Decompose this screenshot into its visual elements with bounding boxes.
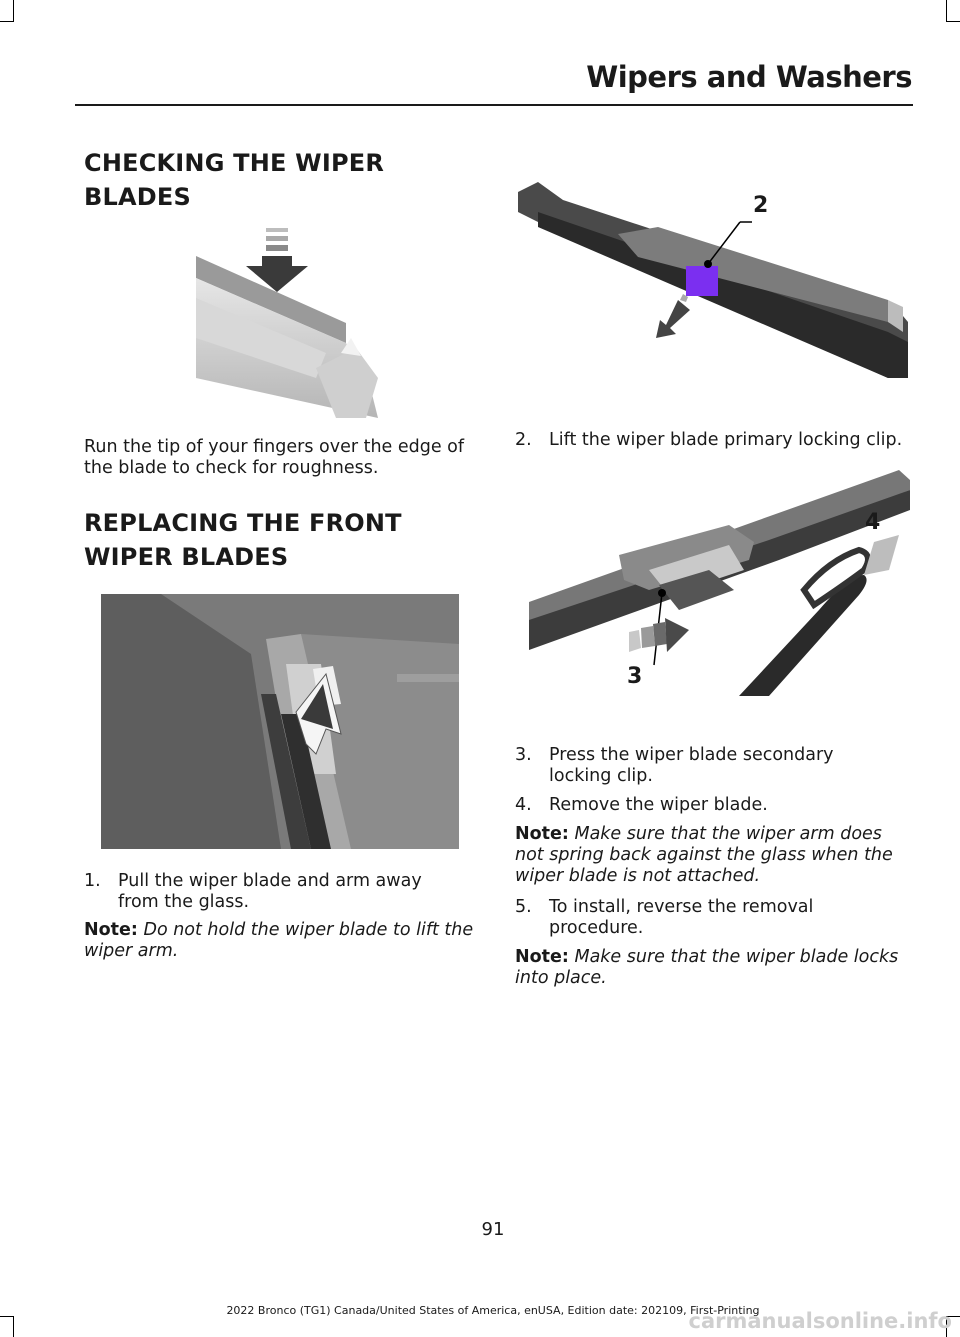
callout-4: 4 — [865, 510, 881, 535]
heading-line: REPLACING THE FRONT — [84, 509, 402, 537]
heading-replacing-front-wiper-blades: REPLACING THE FRONT WIPER BLADES — [84, 506, 402, 574]
note-label: Note: — [515, 824, 569, 844]
header-divider — [75, 104, 913, 106]
figure-windshield-wiper-arm — [101, 594, 459, 849]
primary-clip-highlight — [686, 266, 718, 296]
figure-primary-locking-clip — [518, 182, 908, 378]
text-line: Press the wiper blade secondary — [549, 745, 834, 765]
step-number: 1. — [84, 871, 101, 891]
note-label: Note: — [84, 920, 138, 940]
heading-line: BLADES — [84, 183, 191, 211]
step-number: 4. — [515, 795, 532, 815]
crop-mark — [0, 1316, 14, 1317]
figure-blade-edge — [196, 228, 378, 418]
crop-mark — [13, 0, 14, 22]
step-number: 3. — [515, 745, 532, 765]
heading-line: WIPER BLADES — [84, 543, 289, 571]
check-blade-text: Run the tip of your fingers over the edg… — [84, 437, 464, 479]
note-text: wiper arm. — [84, 941, 179, 961]
text-line: Run the tip of your fingers over the edg… — [84, 437, 465, 457]
step-number: 2. — [515, 430, 532, 450]
note-text: Make sure that the wiper blade locks — [568, 947, 899, 967]
note-text: wiper blade is not attached. — [515, 866, 761, 886]
note-1: Note: Do not hold the wiper blade to lif… — [84, 920, 473, 962]
figure-secondary-locking-clip — [529, 470, 910, 696]
step-text: Press the wiper blade secondary locking … — [549, 745, 834, 787]
text-line: Pull the wiper blade and arm away — [118, 871, 422, 891]
heading-line: CHECKING THE WIPER — [84, 149, 385, 177]
crop-mark — [0, 21, 14, 22]
page-number: 91 — [481, 1219, 505, 1240]
crop-mark — [946, 1316, 947, 1337]
note-label: Note: — [515, 947, 569, 967]
step-text: Lift the wiper blade primary locking cli… — [549, 430, 903, 450]
page-header-title: Wipers and Washers — [586, 60, 912, 94]
crop-mark — [946, 21, 960, 22]
text-line: procedure. — [549, 918, 644, 938]
callout-2: 2 — [753, 193, 769, 218]
text-line: locking clip. — [549, 766, 653, 786]
note-3: Note: Make sure that the wiper blade loc… — [515, 947, 898, 989]
text-line: the blade to check for roughness. — [84, 458, 379, 478]
note-text: into place. — [515, 968, 607, 988]
note-2: Note: Make sure that the wiper arm does … — [515, 824, 893, 887]
note-text: Make sure that the wiper arm does — [568, 824, 882, 844]
callout-3: 3 — [627, 664, 643, 689]
step-number: 5. — [515, 897, 532, 917]
text-line: from the glass. — [118, 892, 250, 912]
heading-checking-wiper-blades: CHECKING THE WIPER BLADES — [84, 146, 384, 214]
step-text: To install, reverse the removal procedur… — [549, 897, 813, 939]
crop-mark — [946, 1316, 960, 1317]
text-line: To install, reverse the removal — [549, 897, 814, 917]
note-text: Do not hold the wiper blade to lift the — [137, 920, 474, 940]
step-text: Pull the wiper blade and arm away from t… — [118, 871, 422, 913]
crop-mark — [13, 1316, 14, 1337]
footer-edition: 2022 Bronco (TG1) Canada/United States o… — [226, 1304, 760, 1317]
crop-mark — [946, 0, 947, 22]
note-text: not spring back against the glass when t… — [515, 845, 893, 865]
step-text: Remove the wiper blade. — [549, 795, 768, 815]
watermark: carmanualsonline.info — [688, 1309, 952, 1333]
